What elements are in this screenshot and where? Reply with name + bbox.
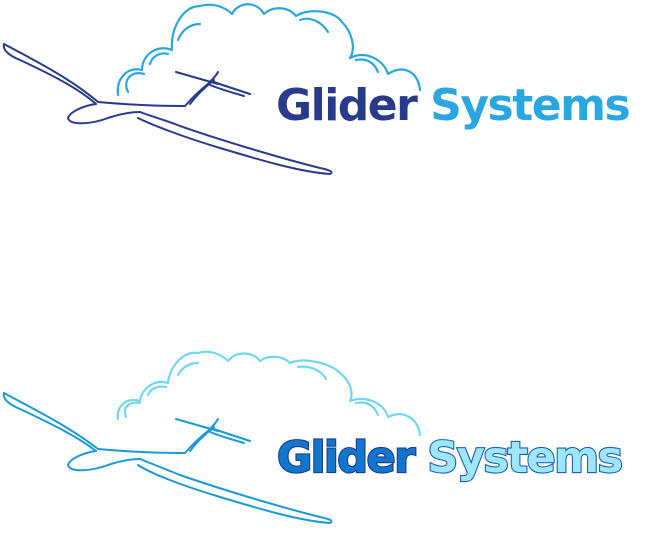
wordmark-glider: Glider bbox=[276, 80, 418, 131]
cloud-icon bbox=[116, 350, 422, 437]
logo-graphic bbox=[2, 3, 422, 175]
glider-icon bbox=[2, 43, 333, 175]
wordmark-glider: Glider bbox=[276, 433, 417, 483]
logo-wordmark: Glider Systems bbox=[276, 435, 624, 480]
wordmark-systems: Systems bbox=[426, 433, 624, 483]
logo-wordmark: Glider Systems bbox=[276, 84, 631, 128]
glider-icon bbox=[2, 392, 333, 524]
logo-flat: Glider Systems bbox=[0, 0, 669, 200]
wordmark-systems: Systems bbox=[430, 80, 630, 131]
logo-outlined: Glider Systems bbox=[0, 345, 669, 545]
cloud-icon bbox=[116, 3, 422, 97]
logo-graphic bbox=[2, 350, 422, 524]
